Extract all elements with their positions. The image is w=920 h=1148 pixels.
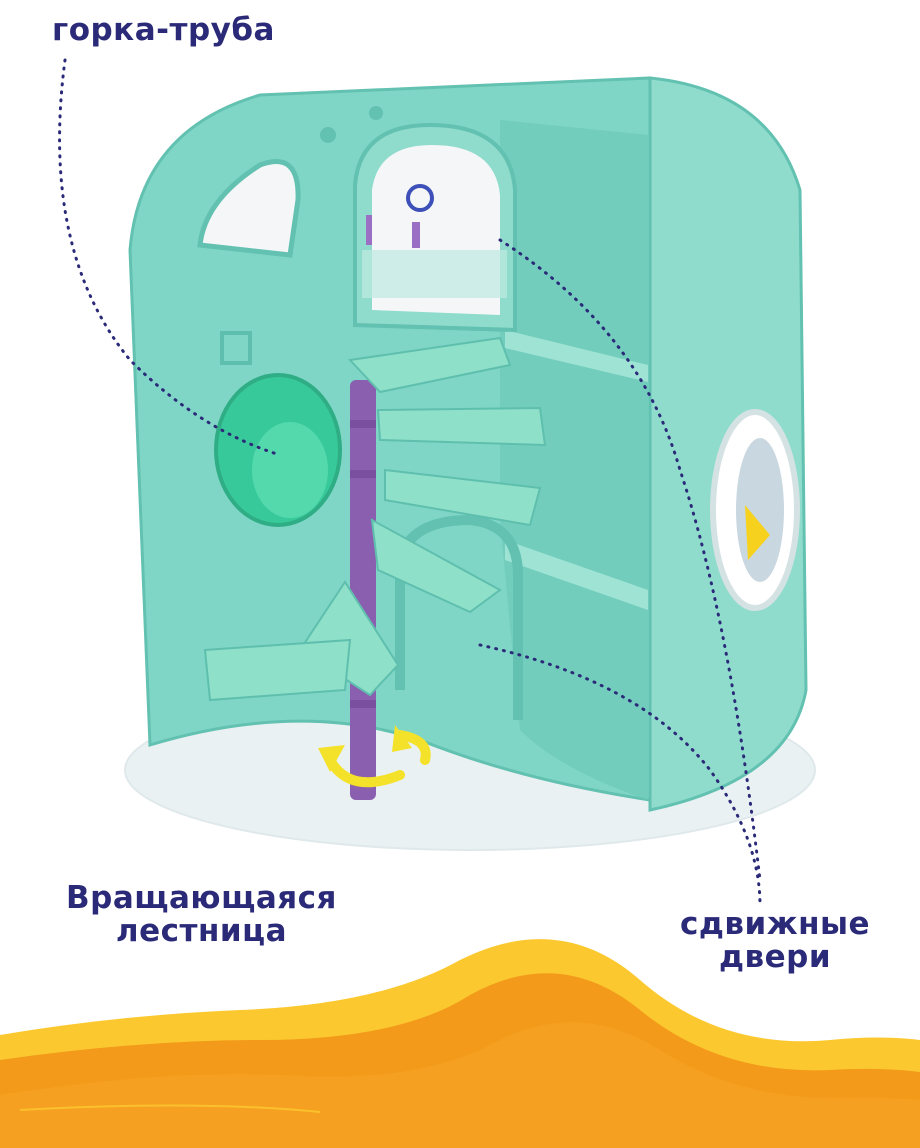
label-slide-tube: горка-труба xyxy=(52,14,275,47)
stair-step xyxy=(370,518,502,614)
label-doors-line2: двери xyxy=(718,938,832,975)
slide-tube-inner xyxy=(252,422,328,518)
window-shelf xyxy=(362,250,507,298)
pole-ring xyxy=(350,420,376,428)
label-sliding-doors: сдвижные двери xyxy=(680,908,870,973)
label-stairs-line1: Вращающаяся xyxy=(66,880,337,916)
label-doors-line1: сдвижные xyxy=(680,906,871,942)
leader-lines xyxy=(58,58,762,907)
porthole-glass xyxy=(736,438,784,582)
spiral-steps xyxy=(203,336,547,702)
toy-figure xyxy=(366,215,372,245)
lower-shelf xyxy=(505,540,648,610)
wall-socket xyxy=(220,331,252,365)
inner-room xyxy=(500,120,648,800)
leader-line-slide xyxy=(58,58,282,457)
toy-inside-porthole xyxy=(745,505,770,560)
label-stairs-line2: лестница xyxy=(115,912,288,949)
decorative-waves xyxy=(0,939,920,1148)
pole-ring xyxy=(350,470,376,478)
stair-step xyxy=(384,468,542,527)
wall-peg xyxy=(320,127,336,143)
wall-peg xyxy=(369,106,383,120)
toy-figure xyxy=(412,222,420,248)
label-slide-text: горка-труба xyxy=(52,12,275,48)
pole-ring xyxy=(350,700,376,708)
stair-step xyxy=(376,406,547,447)
staircase-pole xyxy=(350,380,376,800)
stair-step xyxy=(298,580,400,697)
side-window xyxy=(197,159,301,258)
rotate-arrows-icon xyxy=(318,725,431,788)
toy-decoration xyxy=(406,184,434,212)
stair-step xyxy=(203,638,352,702)
upper-shelf xyxy=(505,330,648,382)
label-rotating-stairs: Вращающаяся лестница xyxy=(66,882,337,947)
stair-step xyxy=(347,336,512,394)
